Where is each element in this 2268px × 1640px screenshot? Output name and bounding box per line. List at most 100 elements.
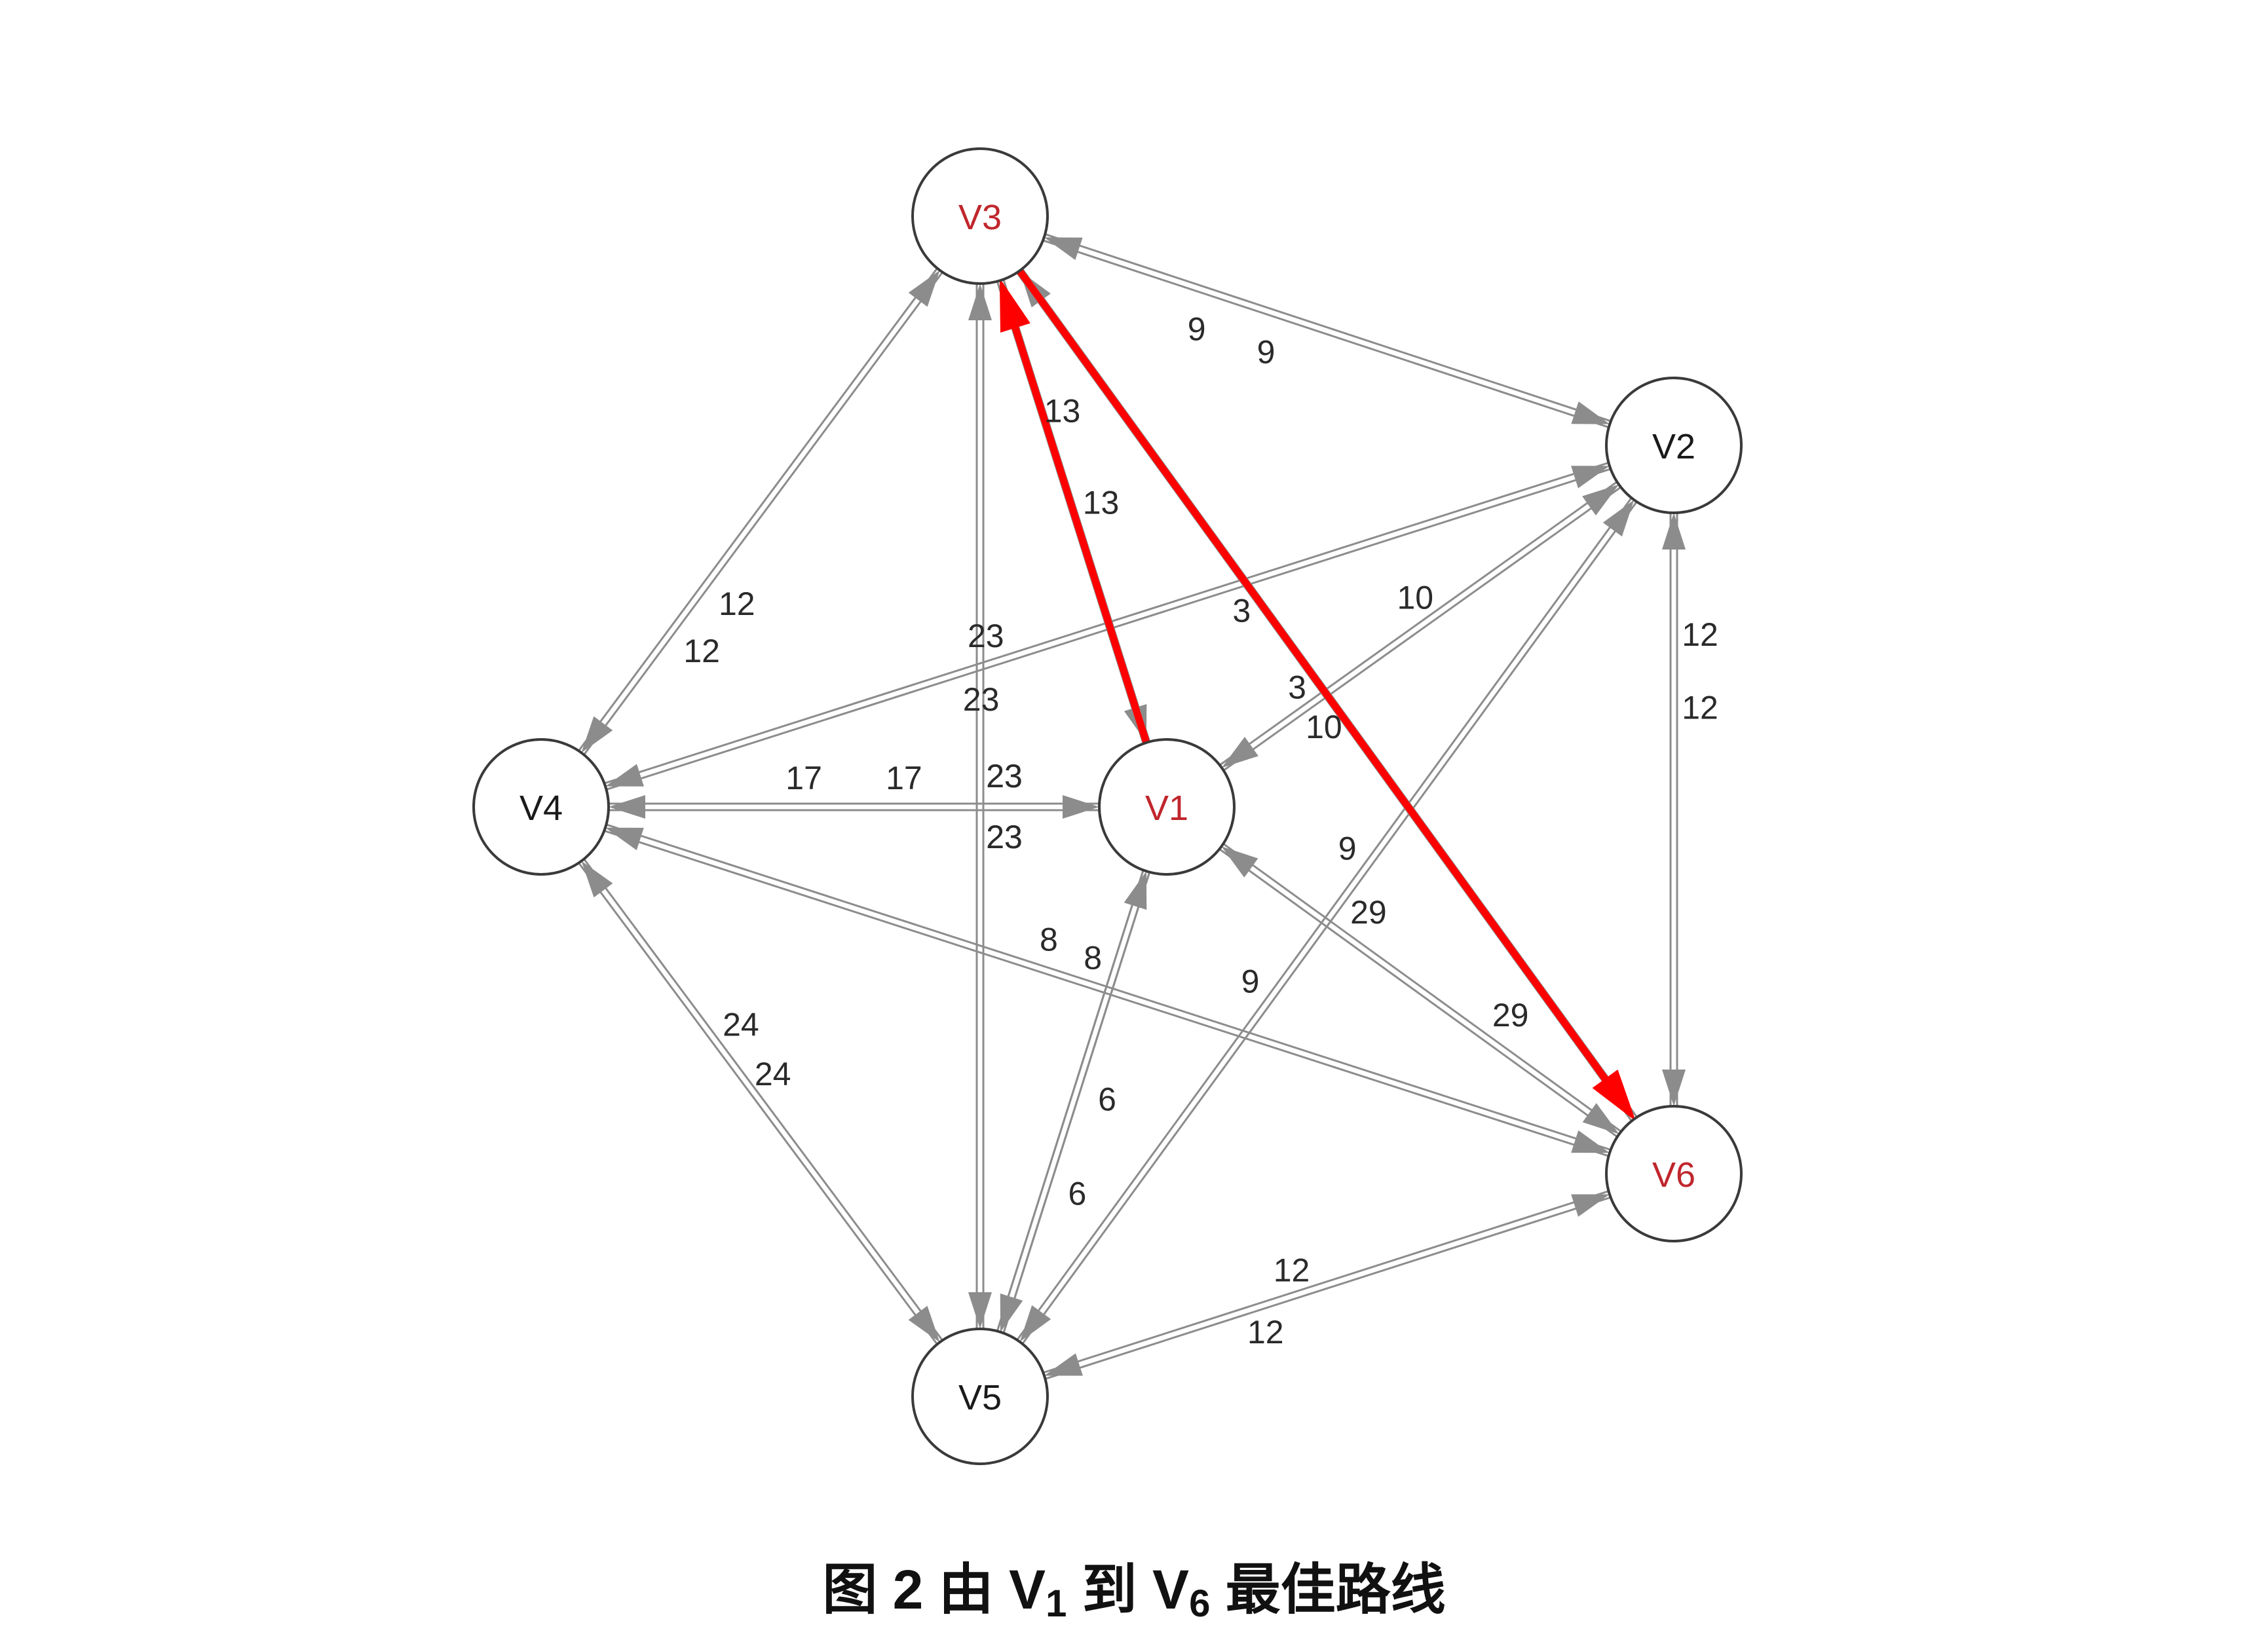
edge-weight-label: 10 — [1306, 709, 1342, 745]
caption-to-subscript: 6 — [1189, 1582, 1211, 1625]
node-label: V2 — [1652, 427, 1695, 466]
node-circle — [911, 1328, 1049, 1465]
edge-line — [578, 862, 938, 1345]
edge-weight-label: 10 — [1397, 579, 1433, 616]
node-circle — [1605, 1105, 1743, 1242]
edge-V3-V5 — [968, 284, 992, 1329]
edge-line — [606, 823, 1612, 1151]
arrowhead — [581, 716, 613, 753]
highlight-arrowhead — [1592, 1069, 1636, 1121]
edge-weight-label: 24 — [755, 1056, 791, 1092]
edge-line — [1042, 239, 1610, 428]
node-v3: V3 — [911, 147, 1049, 285]
arrowhead — [1571, 401, 1610, 424]
edge-line — [1044, 233, 1612, 422]
edge-line — [603, 830, 1609, 1157]
caption-prefix: 图 2 由 V — [822, 1559, 1046, 1620]
edge-V3-V4 — [578, 267, 943, 756]
edge-line — [1045, 1196, 1611, 1380]
edge-weight-label: 6 — [1098, 1081, 1116, 1118]
caption-from-subscript: 1 — [1046, 1582, 1067, 1625]
edge-weight-label: 13 — [1044, 393, 1081, 430]
edge-line — [1016, 497, 1633, 1341]
edge-line — [1222, 486, 1621, 772]
node-label: V5 — [958, 1378, 1002, 1417]
arrowhead — [1044, 1353, 1083, 1376]
edge-line — [583, 271, 943, 756]
edge-weight-label: 23 — [968, 618, 1004, 654]
arrowhead — [605, 764, 644, 787]
edge-weight-label: 13 — [1083, 485, 1120, 521]
arrowhead — [605, 827, 644, 851]
node-circle — [911, 147, 1049, 285]
arrowhead — [1662, 513, 1686, 550]
edge-weight-label: 29 — [1350, 894, 1387, 931]
arrowhead — [1571, 1130, 1610, 1153]
arrowhead — [1662, 1070, 1686, 1106]
node-circle — [1605, 377, 1743, 514]
edge-V5-V6 — [1043, 1190, 1611, 1380]
node-circle — [472, 738, 610, 876]
arrowhead — [1582, 484, 1619, 515]
arrowhead — [1000, 1293, 1023, 1332]
arrowhead — [1221, 846, 1258, 878]
arrowhead — [1221, 737, 1258, 768]
edge-weight-label: 6 — [1068, 1176, 1086, 1212]
highlight-edge-V3-V6 — [1015, 267, 1636, 1121]
edge-V1-V2 — [1219, 481, 1621, 772]
edge-line — [1002, 872, 1151, 1333]
arrowhead — [1602, 500, 1635, 537]
node-label: V6 — [1652, 1155, 1695, 1195]
edge-weight-label: 23 — [986, 819, 1023, 855]
node-v1: V1 — [1098, 738, 1236, 876]
arrowhead — [609, 795, 645, 819]
arrowhead — [1582, 1103, 1619, 1134]
arrowhead — [1063, 795, 1099, 819]
edge-weight-label: 17 — [886, 760, 922, 796]
edge-V4-V6 — [603, 823, 1612, 1157]
edge-weight-label: 8 — [1040, 922, 1058, 958]
node-circle — [1098, 738, 1236, 876]
node-label: V3 — [958, 198, 1002, 237]
edge-weight-label: 12 — [1274, 1252, 1310, 1288]
edge-V2-V6 — [1662, 513, 1686, 1106]
highlight-line — [1015, 267, 1617, 1093]
edge-weight-label: 9 — [1188, 311, 1206, 348]
caption-middle: 到 V — [1067, 1559, 1190, 1620]
node-label: V4 — [520, 789, 563, 828]
highlight-path-layer — [999, 267, 1636, 1121]
highlight-edge-V1-V3 — [999, 278, 1150, 747]
edge-weight-label: 23 — [963, 681, 1000, 718]
edge-weight-label: 24 — [723, 1007, 759, 1043]
edge-weight-label: 12 — [1682, 689, 1718, 726]
highlight-arrowhead — [999, 278, 1030, 333]
edge-weight-label: 23 — [986, 819, 1023, 855]
edge-line — [1021, 501, 1638, 1345]
arrowhead — [1019, 1305, 1051, 1342]
figure-caption: 图 2 由 V1 到 V6 最佳路线 — [0, 1546, 2268, 1626]
edge-V1-V5 — [996, 870, 1151, 1333]
edge-weight-label: 23 — [986, 758, 1023, 794]
arrowhead — [968, 284, 992, 320]
edge-weight-label: 3 — [1232, 592, 1251, 629]
edge-weight-label: 12 — [1682, 616, 1718, 653]
edge-line — [1219, 481, 1618, 766]
node-v5: V5 — [911, 1328, 1049, 1465]
edge-weight-label: 9 — [1257, 334, 1276, 371]
edge-weight-label: 23 — [986, 758, 1023, 794]
edge-weight-label: 8 — [1084, 940, 1102, 977]
caption-suffix: 最佳路线 — [1210, 1559, 1446, 1620]
arrowhead — [908, 270, 940, 307]
edge-V1-V6 — [1219, 843, 1622, 1138]
edge-weight-label: 12 — [719, 586, 755, 622]
edge-weight-label: 9 — [1338, 830, 1357, 867]
edge-weight-label: 12 — [683, 633, 720, 669]
edge-weight-label: 3 — [1288, 669, 1306, 705]
highlight-line — [1008, 312, 1150, 747]
node-v2: V2 — [1605, 377, 1743, 514]
arrowhead — [908, 1305, 940, 1343]
arrowhead — [1571, 1194, 1610, 1217]
